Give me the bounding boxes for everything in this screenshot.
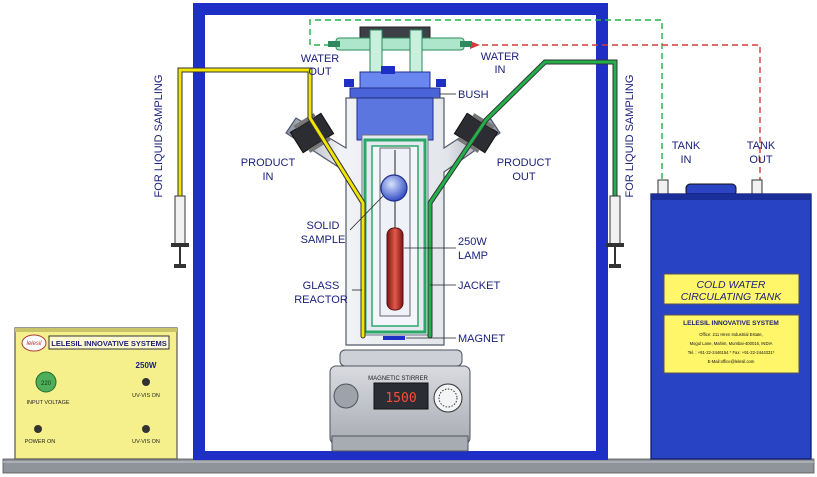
label-product-out-1: PRODUCT — [497, 157, 552, 169]
water-in-arrow — [470, 41, 480, 49]
label-uv-vis-on-2: UV-VIS ON — [132, 439, 160, 445]
label-water-out-2: OUT — [308, 66, 332, 78]
tank-title-line1: COLD WATER — [696, 279, 765, 291]
label-solid-sample-2: SAMPLE — [301, 234, 346, 246]
condenser — [328, 26, 472, 76]
label-liquid-sampling-left: FOR LIQUID SAMPLING — [153, 75, 165, 198]
stirrer-name: MAGNETIC STIRRER — [368, 376, 428, 382]
label-lamp-2: LAMP — [458, 250, 488, 262]
water-lines — [309, 19, 761, 182]
tank-address-1: Office: 211 Hiren Industrial Estate, — [699, 332, 762, 337]
leader-lines — [349, 93, 456, 339]
label-water-in-2: IN — [495, 64, 506, 76]
bench — [2, 458, 815, 474]
syringe-left — [171, 195, 189, 268]
solid-sample — [380, 174, 408, 202]
power-supply-title: LELESIL INNOVATIVE SYSTEMS — [51, 339, 166, 348]
label-uv-vis-on-1: UV-VIS ON — [132, 393, 160, 399]
lamp — [379, 147, 411, 317]
tank-address-2: Mogul Lane, Mahim, Mumbai-400016, INDIA — [690, 341, 773, 346]
label-liquid-sampling-right: FOR LIQUID SAMPLING — [624, 75, 636, 198]
power-supply-wattage: 250W — [136, 361, 157, 370]
magnet — [383, 336, 405, 340]
label-product-in-1: PRODUCT — [241, 157, 296, 169]
tank-address-3: Tel. : +91-22-2446154 * Fax: +91-22-2444… — [688, 350, 775, 355]
label-magnet: MAGNET — [458, 333, 505, 345]
tank-title-line2: CIRCULATING TANK — [681, 291, 783, 303]
label-product-in-2: IN — [263, 171, 274, 183]
label-water-out-1: WATER — [301, 53, 340, 65]
bush — [344, 66, 446, 99]
label-power-on: POWER ON — [25, 439, 56, 445]
green-tube — [427, 59, 618, 339]
stirrer-display: 1500 — [385, 391, 416, 406]
tank-company: LELESIL INNOVATIVE SYSTEM — [683, 320, 779, 327]
syringe-right — [606, 195, 624, 268]
label-product-out-2: OUT — [512, 171, 536, 183]
label-tank-out-2: OUT — [749, 154, 773, 166]
label-water-in-1: WATER — [481, 51, 520, 63]
power-supply — [14, 327, 178, 460]
label-jacket: JACKET — [458, 280, 500, 292]
yellow-tube — [177, 67, 366, 339]
label-lamp-1: 250W — [458, 236, 487, 248]
label-tank-in-2: IN — [681, 154, 692, 166]
label-glass-reactor-1: GLASS — [303, 280, 340, 292]
meter-value: 220 — [41, 381, 52, 387]
label-tank-in-1: TANK — [672, 140, 701, 152]
label-solid-sample-1: SOLID — [306, 220, 339, 232]
label-input-voltage: INPUT VOLTAGE — [26, 400, 69, 406]
power-supply-brand: lelesil — [26, 341, 42, 347]
label-bush: BUSH — [458, 89, 489, 101]
cold-water-tank — [650, 179, 812, 460]
magnetic-stirrer — [329, 349, 471, 452]
label-tank-out-1: TANK — [747, 140, 776, 152]
label-glass-reactor-2: REACTOR — [294, 294, 348, 306]
tank-address-4: E-Mail:office@lelesil.com — [708, 359, 755, 364]
